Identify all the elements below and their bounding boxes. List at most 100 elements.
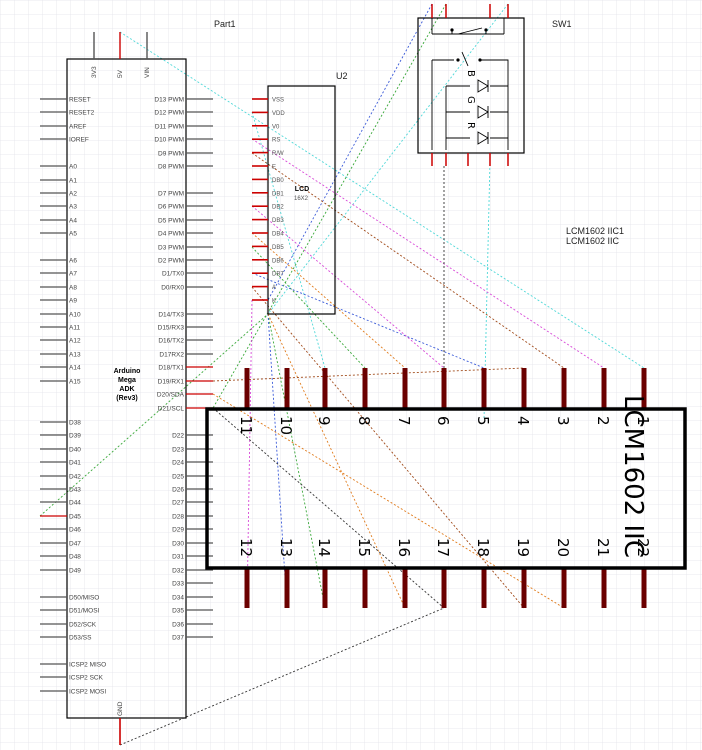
arduino-pin-label-icsp2-sck: ICSP2 SCK [69,675,104,682]
iic-body[interactable] [205,407,687,570]
lcd-pin-label-db3: DB3 [272,218,284,224]
iic-pin-number-16: 16 [395,538,413,557]
arduino-pin-label-5v: 5V [117,69,124,78]
lcd-body[interactable] [267,85,336,315]
arduino-name-line-3: ADK [119,386,134,393]
iic-pin-number-12: 12 [237,538,255,557]
arduino-pin-label-d1-tx0: D1/TX0 [162,271,184,278]
lcd-pin-label-r-w: R/W [272,151,284,157]
lcd-16x2-part[interactable]: U2 VSSVDDV0RSR/WEDB0DB1DB2DB3DB4DB5DB6DB… [252,71,348,315]
iic-pin-number-14: 14 [315,538,333,557]
lcd-pin-label-db2: DB2 [272,205,284,211]
led-letter-g: G [465,96,476,104]
arduino-pin-label-d53-ss: D53/SS [69,635,92,642]
wire-16[interactable] [246,299,253,609]
arduino-pin-label-d23: D23 [172,447,184,454]
wire-22[interactable] [119,607,445,746]
iic-label-line-2: LCM1602 IIC [566,236,620,246]
arduino-pin-label-d37: D37 [172,635,184,642]
wires-layer [39,3,645,746]
arduino-name-line-1: Arduino [114,368,141,375]
wire-14[interactable] [212,393,565,609]
sw1-rgb-button-part[interactable]: SW1 B G R [417,4,572,166]
arduino-pin-label-d9-pwm: D9 PWM [158,151,184,158]
led-network-wiring [431,51,509,150]
arduino-pin-label-d12-pwm: D12 PWM [154,110,184,117]
arduino-pin-label-d51-mosi: D51/MOSI [69,608,100,615]
arduino-pin-label-d3-pwm: D3 PWM [158,245,184,252]
arduino-pin-label-a4: A4 [69,218,77,225]
arduino-pin-label-d10-pwm: D10 PWM [154,137,184,144]
arduino-pin-label-d4-pwm: D4 PWM [158,231,184,238]
arduino-pin-label-d50-miso: D50/MISO [69,595,99,602]
arduino-pin-label-d22: D22 [172,433,184,440]
arduino-pin-label-d38: D38 [69,420,81,427]
iic-pin-number-3: 3 [554,416,572,426]
iic-pin-number-7: 7 [395,416,413,426]
arduino-pin-label-d45: D45 [69,514,81,521]
arduino-pin-label-a13: A13 [69,352,81,359]
iic-pin-number-13: 13 [277,538,295,557]
arduino-pin-label-d31: D31 [172,554,184,561]
lcm1602-iic-part[interactable]: LCM1602 IIC1 LCM1602 IIC 111210139148157… [205,226,687,608]
arduino-pin-label-d39: D39 [69,433,81,440]
iic-pin-number-19: 19 [514,538,532,557]
wire-7[interactable] [251,246,366,369]
wire-5[interactable] [39,313,269,517]
arduino-pin-label-reset2: RESET2 [69,110,95,117]
wire-23[interactable] [212,407,445,609]
arduino-pin-label-a6: A6 [69,258,77,265]
led-switch-dot-2 [478,58,482,62]
wire-17[interactable] [251,205,445,369]
arduino-pin-label-a1: A1 [69,178,77,185]
arduino-pin-label-a15: A15 [69,379,81,386]
iic-pin-number-11: 11 [237,416,255,435]
iic-top-pins [244,368,647,409]
sw1-pins [431,4,509,166]
lcd-pin-label-e: E [272,165,276,171]
arduino-body[interactable] [66,58,187,719]
led-diode-r-icon [477,131,489,145]
wire-9[interactable] [267,3,433,301]
arduino-gnd-label: GND [117,701,124,716]
lcd-name-line-2: 16X2 [294,196,309,202]
arduino-pin-label-d46: D46 [69,527,81,534]
arduino-pin-label-d17rx2: D17RX2 [159,352,184,359]
wire-10[interactable] [251,272,485,369]
arduino-pin-label-d43: D43 [69,487,81,494]
wire-2[interactable] [251,111,326,369]
wire-8[interactable] [267,313,326,609]
arduino-pin-label-ioref: IOREF [69,137,89,144]
iic-pin-number-10: 10 [277,416,295,435]
iic-pin-number-6: 6 [434,416,452,426]
wire-15[interactable] [251,138,605,369]
arduino-name-line-2: Mega [118,377,136,384]
arduino-pin-label-a3: A3 [69,204,77,211]
arduino-left-pins: RESETRESET2AREFIOREFA0A1A2A3A4A5A6A7A8A9… [40,97,106,696]
lcd-pin-label-db4: DB4 [272,232,284,238]
iic-pin-number-8: 8 [355,416,373,426]
lcd-pin-label-db6: DB6 [272,258,284,264]
iic-pin-number-5: 5 [474,416,492,426]
sw1-body[interactable] [417,17,525,154]
wire-3[interactable] [267,3,509,315]
arduino-pin-label-d15-rx3: D15/RX3 [158,325,185,332]
lcd-pin-label-a: A [272,285,276,291]
iic-pin-number-15: 15 [355,538,373,557]
lcd-pin-label-db0: DB0 [272,178,284,184]
arduino-pin-label-a7: A7 [69,271,77,278]
switch-contact-symbol [431,18,505,35]
arduino-pin-label-d7-pwm: D7 PWM [158,191,184,198]
iic-pin-number-1: 1 [634,416,652,426]
sw1-ref-label: SW1 [552,19,572,29]
led-diode-g-icon [477,105,489,119]
iic-pin-number-20: 20 [554,538,572,557]
arduino-pin-label-d2-pwm: D2 PWM [158,258,184,265]
wire-11[interactable] [267,313,288,609]
wire-18[interactable] [251,152,565,369]
